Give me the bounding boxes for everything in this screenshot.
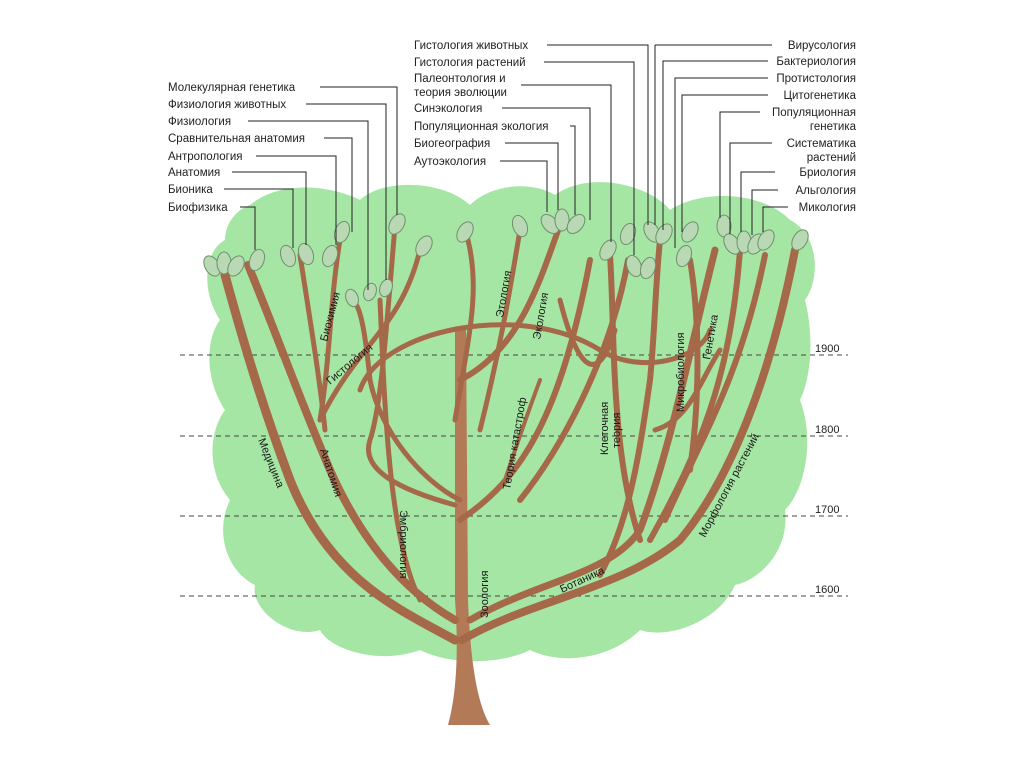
leaves <box>203 208 809 308</box>
label-evolution-theory: теория эволюции <box>414 87 507 99</box>
label-algology: Альгология <box>795 185 856 197</box>
label-physiology: Физиология <box>168 116 231 128</box>
year-label: 1600 <box>815 584 839 596</box>
label-plant-systematics-2: растений <box>807 152 856 164</box>
label-population-genetics: Популяционная <box>772 107 856 119</box>
label-plant-histology: Гистология растений <box>414 57 526 69</box>
label-comparative-anatomy: Сравнительная анатомия <box>168 133 305 145</box>
label-plant-systematics: Систематика <box>787 138 857 150</box>
leaf-cluster <box>203 208 809 308</box>
branch-label-microbiology: Микробиология <box>675 333 687 412</box>
label-bacteriology: Бактериология <box>776 56 856 68</box>
label-bryology: Бриология <box>799 167 856 179</box>
trunk <box>448 330 490 725</box>
label-population-genetics-2: генетика <box>810 121 857 133</box>
label-biophysics: Биофизика <box>168 202 228 214</box>
tree-canopy <box>207 182 815 662</box>
branch-label-zoology: Зоология <box>479 571 491 618</box>
label-autecology: Аутоэкология <box>414 156 486 168</box>
branch-label-cell-theory: Клеточная <box>599 402 611 455</box>
label-protistology: Протистология <box>776 73 856 85</box>
top-labels: Гистология животных Гистология растений … <box>414 40 549 168</box>
year-label: 1800 <box>815 424 839 436</box>
branch-label-cell-theory-2: теория <box>611 413 623 448</box>
label-population-ecology: Популяционная экология <box>414 121 549 133</box>
label-cytogenetics: Цитогенетика <box>783 90 856 102</box>
year-label: 1700 <box>815 504 839 516</box>
year-label: 1900 <box>815 343 839 355</box>
label-virology: Вирусология <box>788 40 856 52</box>
left-labels: Молекулярная генетика Физиология животны… <box>168 82 305 214</box>
right-labels: Вирусология Бактериология Протистология … <box>772 40 857 214</box>
label-bionics: Бионика <box>168 184 213 196</box>
label-mycology: Микология <box>799 202 856 214</box>
leader-lines <box>224 44 788 290</box>
label-anatomy: Анатомия <box>168 167 220 179</box>
label-animal-histology: Гистология животных <box>414 40 528 52</box>
label-anthropology: Антропология <box>168 151 243 163</box>
branch-label-embryology: Эмбриология <box>397 510 409 578</box>
tree-branches <box>220 222 799 725</box>
label-synecology: Синэкология <box>414 103 482 115</box>
label-animal-physiology: Физиология животных <box>168 99 286 111</box>
label-paleontology: Палеонтология и <box>414 73 506 85</box>
label-molecular-genetics: Молекулярная генетика <box>168 82 296 94</box>
label-biogeography: Биогеография <box>414 138 490 150</box>
